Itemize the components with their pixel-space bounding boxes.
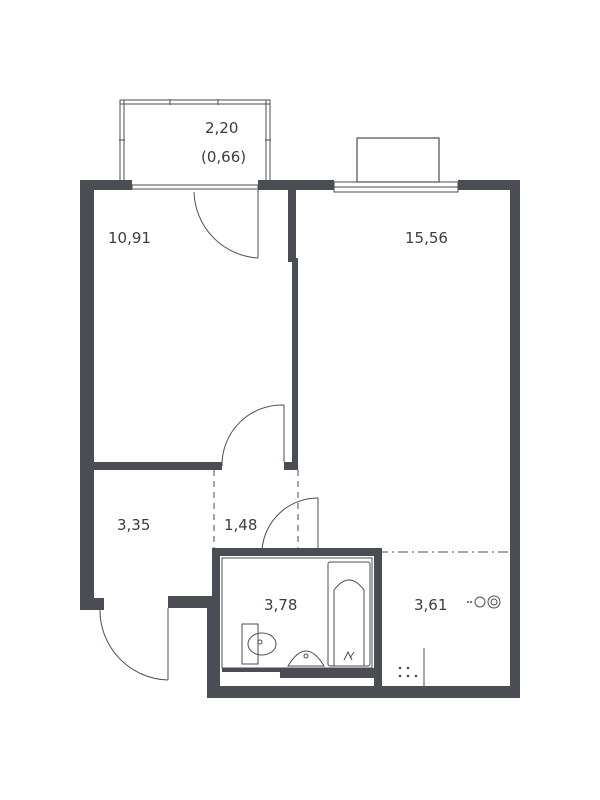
sink [287,650,325,667]
kitchen-appliances [398,595,501,686]
balcony-area-reduced: (0,66) [201,148,246,166]
bedroom-area: 10,91 [108,229,151,247]
bathtub [327,561,371,667]
interior-walls [94,190,382,688]
corridor-area: 1,48 [224,516,257,534]
bathroom-area: 3,78 [264,596,297,614]
balcony-railing [119,99,271,186]
kitchen-area: 3,61 [414,596,447,614]
exterior-walls [80,180,520,698]
hallway-area: 3,35 [117,516,150,534]
doors [99,190,319,681]
balcony-area: 2,20 [205,119,238,137]
living-room-area: 15,56 [405,229,448,247]
radiator [356,137,440,183]
toilet [241,623,277,665]
